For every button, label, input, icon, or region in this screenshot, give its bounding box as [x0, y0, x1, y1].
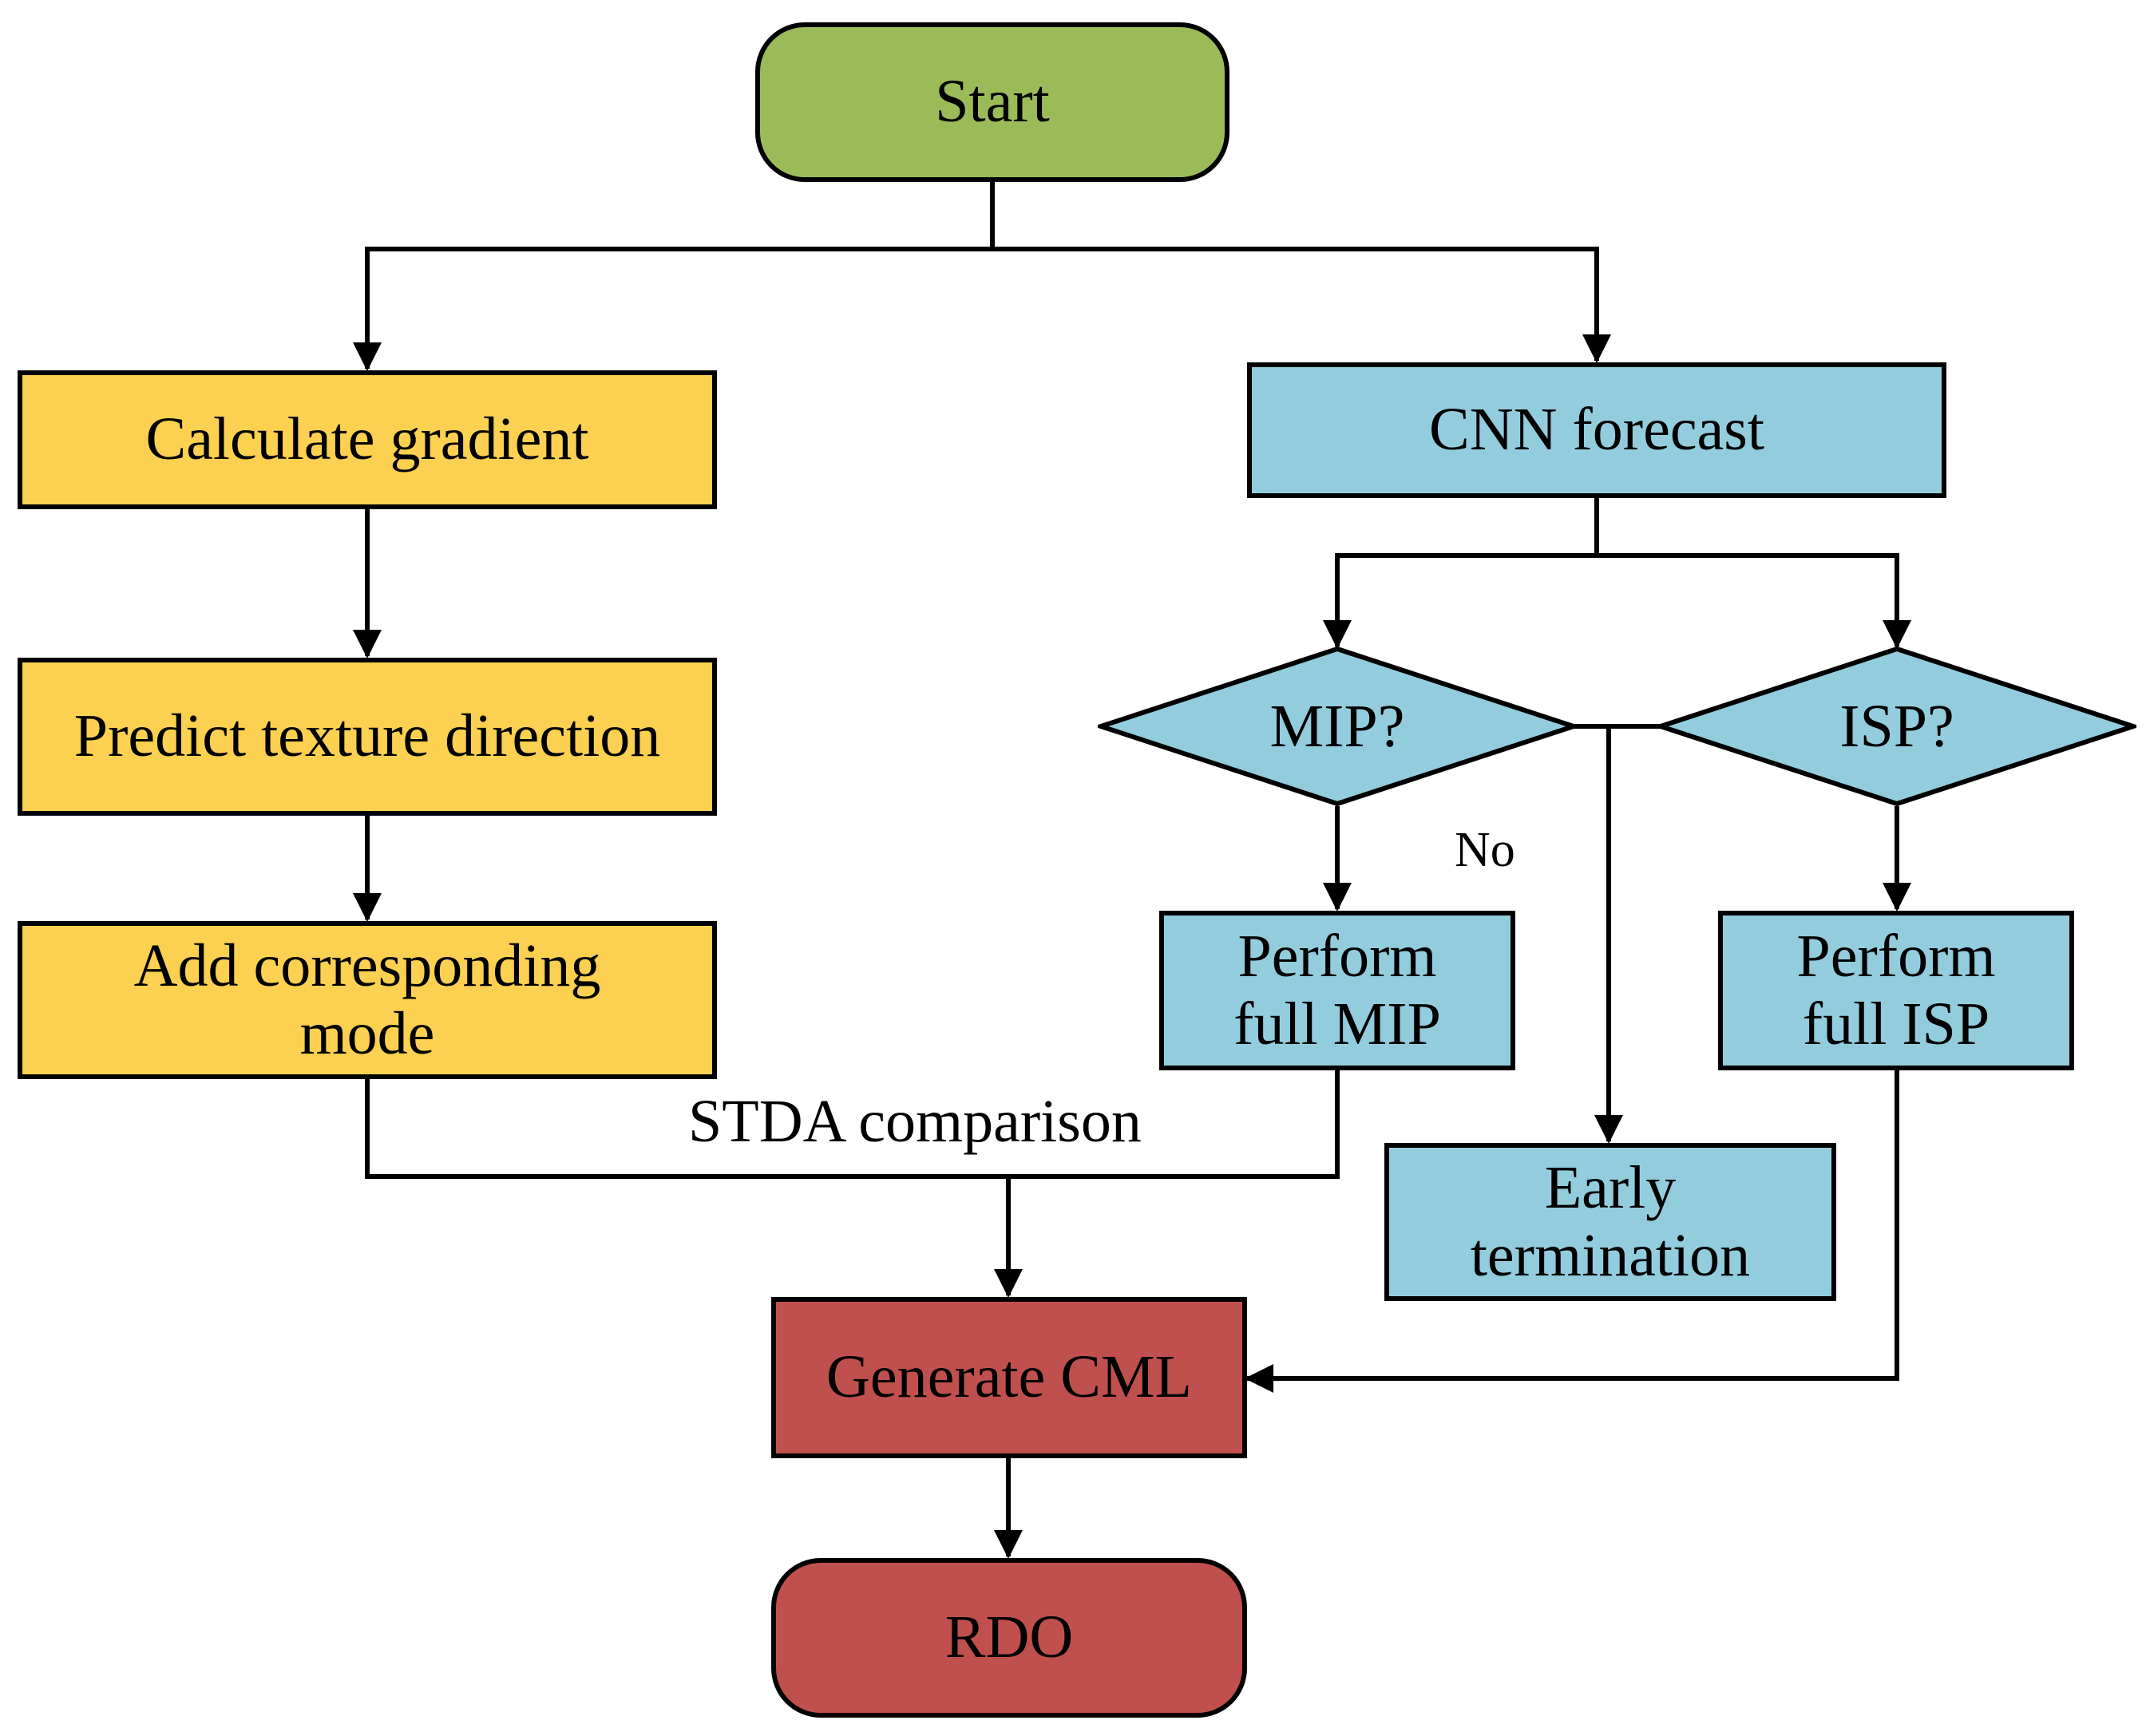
rdo-node: RDO: [771, 1558, 1247, 1718]
edge-add-to-merge: [365, 1070, 1340, 1179]
add-corresponding-mode-label-line1: Add corresponding: [133, 931, 601, 999]
cnn-forecast-label: CNN forecast: [1429, 396, 1764, 464]
early-termination-label-line1: Early: [1544, 1153, 1677, 1221]
rdo-label: RDO: [944, 1604, 1074, 1671]
no-edge-label: No: [1455, 823, 1515, 877]
perform-full-isp-label-line2: full ISP: [1802, 991, 1990, 1058]
calculate-gradient-label: Calculate gradient: [145, 405, 589, 473]
start-node: Start: [755, 22, 1229, 182]
perform-full-mip-label-line1: Perform: [1237, 922, 1437, 990]
isp-decision-label: ISP?: [1839, 692, 1954, 760]
mip-decision-diamond: MIP?: [1098, 645, 1577, 808]
add-corresponding-mode-box: Add corresponding mode: [18, 921, 717, 1079]
start-label: Start: [935, 68, 1050, 136]
calculate-gradient-box: Calculate gradient: [18, 370, 717, 509]
generate-cml-box: Generate CML: [771, 1297, 1247, 1458]
perform-full-isp-box: Perform full ISP: [1718, 911, 2074, 1070]
mip-diamond-shape: [1098, 646, 1577, 807]
mip-decision-label: MIP?: [1269, 692, 1405, 760]
edge-start-to-gradient: [353, 247, 992, 371]
edge-cnn-to-mip: [1323, 553, 1597, 649]
generate-cml-label: Generate CML: [826, 1343, 1192, 1411]
isp-decision-diamond: ISP?: [1657, 645, 2136, 808]
predict-texture-direction-label: Predict texture direction: [73, 702, 661, 770]
add-corresponding-mode-label-line2: mode: [299, 1000, 435, 1067]
isp-diamond-shape: [1657, 646, 2136, 807]
cnn-forecast-box: CNN forecast: [1247, 362, 1946, 498]
predict-texture-direction-box: Predict texture direction: [18, 658, 717, 816]
perform-full-mip-box: Perform full MIP: [1159, 911, 1515, 1070]
edge-isp-to-cml: [1245, 1070, 1899, 1393]
edge-start-to-cnn: [992, 247, 1611, 363]
perform-full-mip-label-line2: full MIP: [1233, 991, 1441, 1058]
edge-cnn-to-isp: [1597, 553, 1911, 649]
early-termination-label-line2: termination: [1470, 1222, 1751, 1289]
stda-comparison-label: STDA comparison: [688, 1088, 1142, 1155]
perform-full-isp-label-line1: Perform: [1796, 922, 1996, 990]
early-termination-box: Early termination: [1384, 1143, 1836, 1301]
